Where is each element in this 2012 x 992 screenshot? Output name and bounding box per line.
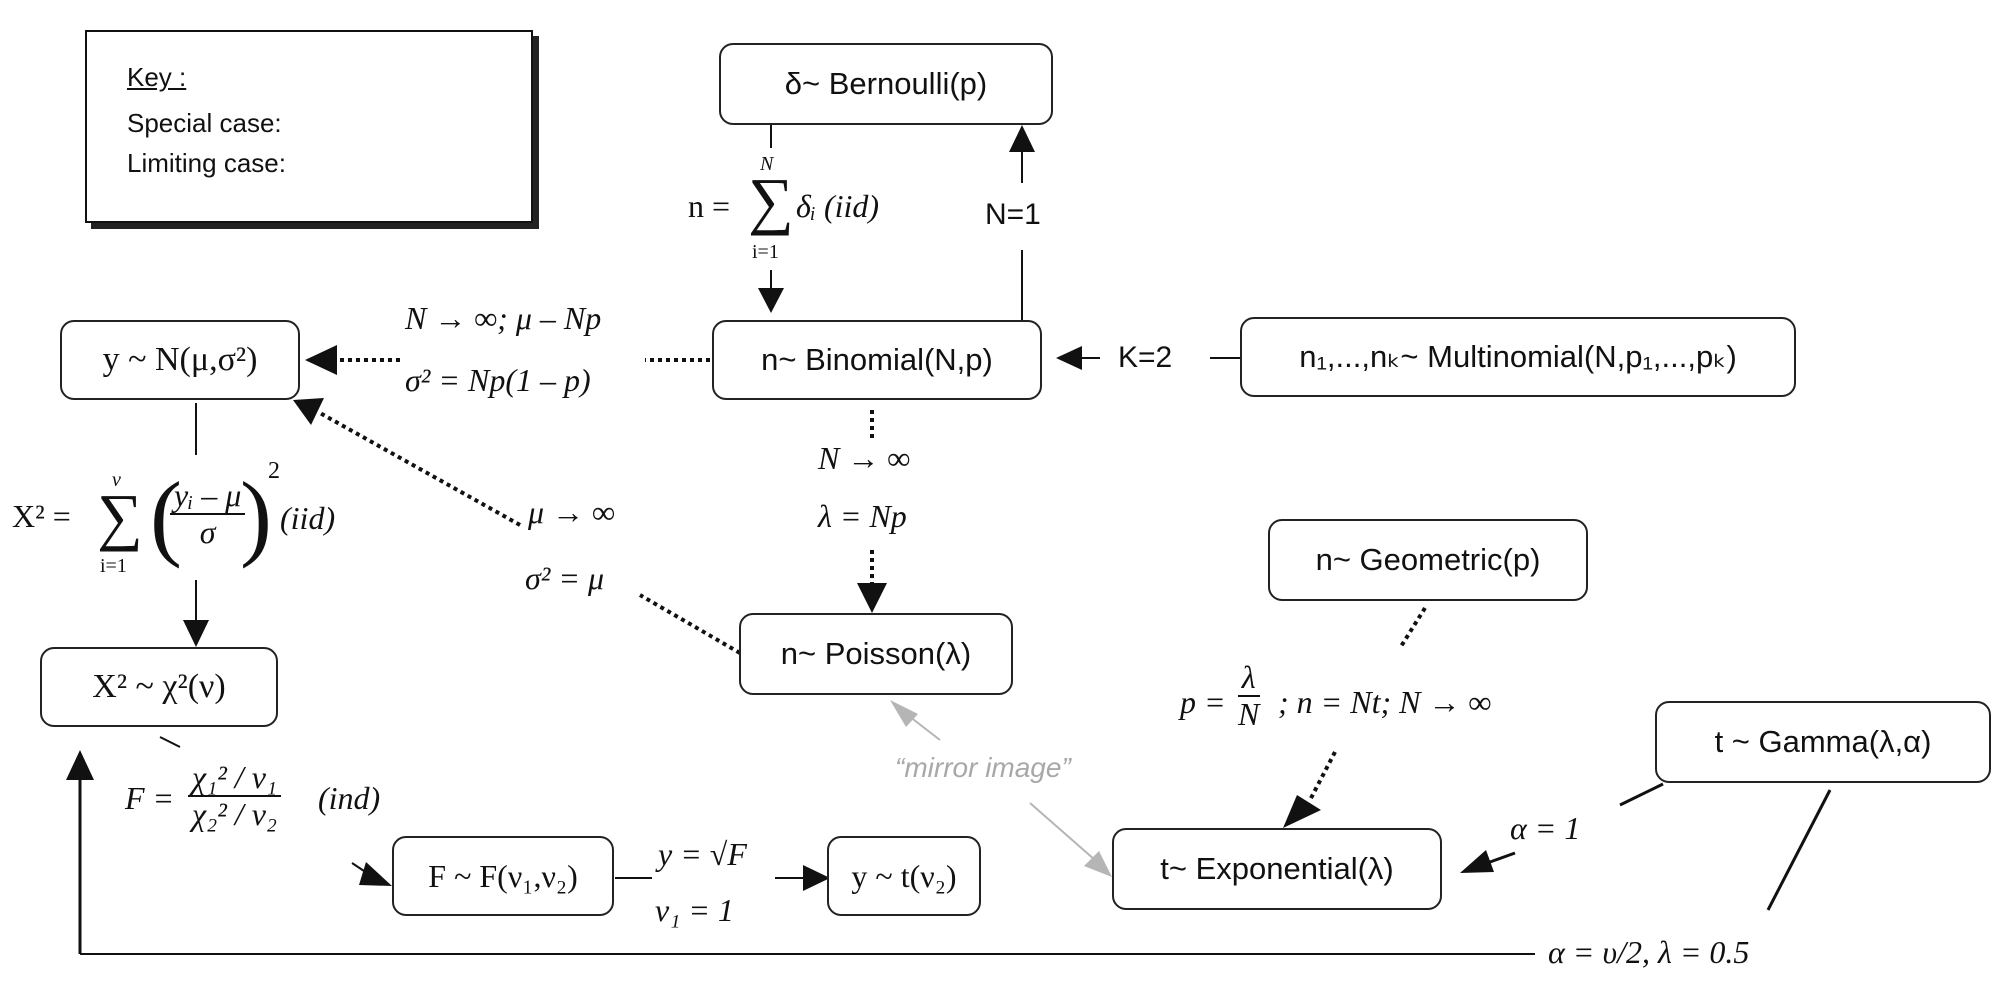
mirror-image-label: “mirror image”: [895, 752, 1071, 783]
edge-poisson-normal-lower: [638, 593, 742, 655]
node-poisson: n~ Poisson(λ): [739, 613, 1013, 695]
n-equals-1-label: N=1: [985, 198, 1041, 231]
geometric-limit-rest: ; n = Nt; N → ∞: [1278, 684, 1492, 720]
alpha-nu-label: α = υ/2, λ = 0.5: [1548, 934, 1750, 970]
chi-paren-right: ): [240, 462, 272, 569]
edge-f-t-arrowhead: [803, 865, 830, 891]
key-limiting-label: Limiting case:: [127, 148, 286, 178]
chi-sum-tail: (iid): [280, 500, 336, 536]
edge-geometric-exponential-top: [1398, 606, 1427, 650]
edge-normal-chi2-arrowhead: [183, 620, 209, 647]
chi-sum-lower-limit: i=1: [100, 555, 127, 577]
edge-gamma-exponential-arrowhead: [1460, 850, 1494, 873]
chi-sum-sigma: ∑: [97, 481, 143, 552]
f-formula-fraction: χ₁² / ν₁ χ₂² / ν₂: [188, 759, 282, 833]
geometric-limit-denominator: N: [1238, 696, 1260, 733]
poisson-normal-label-1: μ → ∞: [528, 494, 615, 530]
sum-delta-lower-limit: i=1: [752, 241, 779, 263]
f-formula-lhs: F =: [125, 780, 175, 816]
mirror-arrow-up-head: [890, 700, 918, 727]
node-geometric: n~ Geometric(p): [1268, 519, 1588, 601]
node-multinomial: n₁,...,nₖ~ Multinomial(N,p₁,...,pₖ): [1240, 317, 1796, 397]
nu1-equals-1-label: ν₁ = 1: [655, 892, 734, 928]
edge-binomial-normal-arrowhead: [305, 345, 337, 375]
poisson-limit-label-2: λ = Np: [818, 498, 907, 534]
edge-geometric-exponential-bottom: [1308, 751, 1337, 801]
sum-delta-upper-limit: N: [760, 153, 774, 175]
edge-multinomial-binomial-arrowhead: [1056, 346, 1082, 370]
sum-delta-body: δᵢ (iid): [796, 188, 880, 224]
poisson-limit-label-1: N → ∞: [818, 440, 911, 476]
legend-key: Key : Special case: Limiting case:: [85, 30, 533, 223]
edge-poisson-normal-arrowhead: [293, 398, 324, 425]
edge-bernoulli-binomial-arrowhead: [758, 288, 784, 313]
chi-paren-square: 2: [268, 458, 280, 484]
mirror-arrow-down-head: [1084, 851, 1112, 877]
geometric-limit-fraction: λ N: [1234, 659, 1263, 733]
edge-chi2-f-arrowhead: [359, 862, 392, 886]
node-chi2: X² ~ χ²(ν): [40, 647, 278, 727]
key-title: Key :: [127, 62, 187, 92]
edge-gamma-chi2-arrowhead: [66, 750, 94, 780]
chi-paren-left: (: [150, 462, 182, 569]
chi-sum-upper-limit: ν: [112, 469, 121, 491]
edge-geometric-exponential-arrowhead: [1283, 795, 1321, 828]
normal-approx-label-2: σ² = Np(1 – p): [405, 362, 591, 398]
node-binomial: n~ Binomial(N,p): [712, 320, 1042, 400]
normal-approx-label-1: N → ∞; μ – Np: [405, 300, 602, 336]
sqrt-f-label: y = √F: [658, 836, 747, 872]
chi-fraction: yᵢ – μ σ: [170, 477, 246, 551]
sum-delta-sigma: ∑: [748, 165, 794, 236]
node-normal: y ~ N(μ,σ²): [60, 320, 300, 400]
sum-delta-lhs: n =: [688, 188, 731, 224]
f-formula-numerator: χ₁² / ν₁: [188, 759, 282, 798]
geometric-limit-numerator: λ: [1237, 659, 1260, 698]
chi-sum-lhs: X² =: [12, 498, 71, 534]
poisson-normal-label-2: σ² = μ: [525, 560, 605, 596]
node-exponential: t~ Exponential(λ): [1112, 828, 1442, 910]
edge-poisson-normal-upper: [319, 411, 521, 527]
node-t-distribution: y ~ t(ν₂): [827, 836, 981, 916]
f-formula-tail: (ind): [318, 780, 381, 816]
mirror-arrow-down-line: [1029, 802, 1096, 861]
alpha-equals-1-label: α = 1: [1510, 810, 1581, 846]
k-equals-2-label: K=2: [1118, 341, 1173, 374]
edge-gamma-chi2-diagonal: [1766, 789, 1832, 911]
node-f-distribution: F ~ F(ν₁,ν₂): [392, 836, 614, 916]
node-gamma: t ~ Gamma(λ,α): [1655, 701, 1991, 783]
chi-fraction-numerator: yᵢ – μ: [170, 477, 246, 516]
edge-gamma-exponential-upper: [1619, 782, 1664, 807]
key-special-label: Special case:: [127, 108, 282, 138]
chi-fraction-denominator: σ: [199, 514, 216, 551]
edge-binomial-poisson-arrowhead: [857, 583, 887, 613]
geometric-limit-lhs: p =: [1180, 684, 1226, 720]
edge-chi2-f-top: [159, 736, 181, 748]
f-formula-denominator: χ₂² / ν₂: [192, 796, 278, 833]
node-bernoulli: δ~ Bernoulli(p): [719, 43, 1053, 125]
edge-gamma-exponential-lower: [1489, 851, 1516, 864]
edge-binomial-bernoulli-arrowhead: [1009, 125, 1035, 152]
